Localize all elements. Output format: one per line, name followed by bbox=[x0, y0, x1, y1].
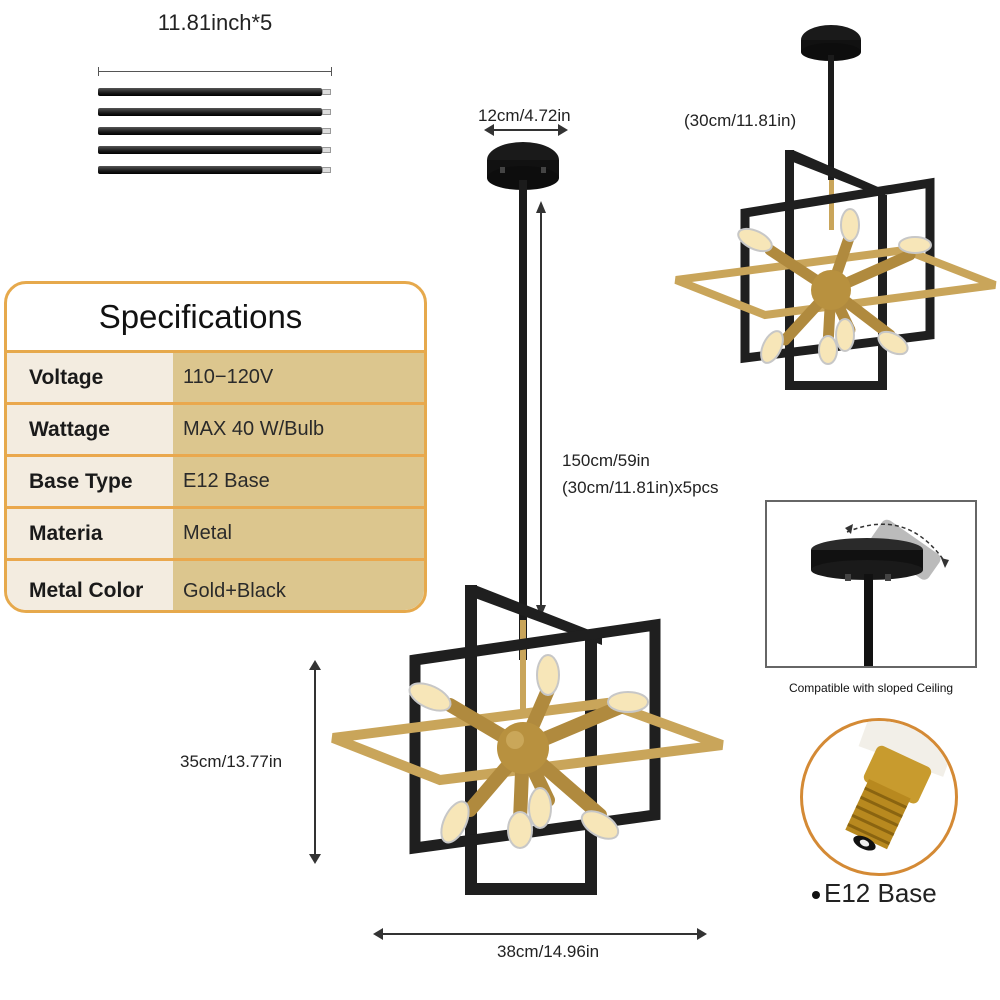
fixture-width-arrow bbox=[373, 928, 707, 940]
bullet-icon bbox=[812, 891, 820, 900]
short-rod-chandelier-illustration bbox=[674, 25, 997, 390]
sloped-ceiling-illustration bbox=[765, 500, 977, 668]
spec-value: MAX 40 W/Bulb bbox=[173, 405, 424, 454]
sloped-ceiling-caption: Compatible with sloped Ceiling bbox=[788, 681, 954, 695]
spec-value: Gold+Black bbox=[173, 561, 424, 610]
spec-key: Wattage bbox=[7, 405, 173, 454]
spec-row-wattage: Wattage MAX 40 W/Bulb bbox=[7, 405, 424, 457]
e12-base-illustration bbox=[800, 718, 958, 876]
rod bbox=[98, 108, 331, 116]
spec-key: Metal Color bbox=[7, 561, 173, 610]
rod-length-label: 150cm/59in bbox=[562, 451, 650, 470]
fixture-height-label: 35cm/13.77in bbox=[180, 752, 283, 771]
short-rod-label: (30cm/11.81in) bbox=[684, 111, 797, 130]
rod bbox=[98, 88, 331, 96]
e12-base-label: E12 Base bbox=[812, 878, 937, 909]
e12-base-text: E12 Base bbox=[824, 878, 937, 908]
spec-key: Base Type bbox=[7, 457, 173, 506]
spec-value: Metal bbox=[173, 509, 424, 558]
rods-dimension-line bbox=[98, 67, 332, 76]
spec-value: E12 Base bbox=[173, 457, 424, 506]
spec-row-material: Materia Metal bbox=[7, 509, 424, 561]
fixture-width-label: 38cm/14.96in bbox=[497, 942, 600, 961]
spec-row-base-type: Base Type E12 Base bbox=[7, 457, 424, 509]
main-chandelier-illustration bbox=[331, 142, 724, 895]
rod bbox=[98, 127, 331, 135]
canopy-width-label: 12cm/4.72in bbox=[478, 106, 571, 125]
spec-row-metal-color: Metal Color Gold+Black bbox=[7, 561, 424, 610]
spec-key: Materia bbox=[7, 509, 173, 558]
rods-dimension-label: 11.81inch*5 bbox=[157, 10, 273, 35]
fixture-height-arrow bbox=[309, 660, 321, 864]
specifications-title: Specifications bbox=[7, 284, 424, 353]
sloped-canopy-icon bbox=[811, 519, 949, 666]
canopy-width-arrow bbox=[484, 124, 568, 136]
bulb-base-icon bbox=[845, 721, 955, 851]
rod bbox=[98, 146, 331, 154]
rod bbox=[98, 166, 331, 174]
spec-row-voltage: Voltage 110−120V bbox=[7, 353, 424, 405]
specifications-table: Specifications Voltage 110−120V Wattage … bbox=[4, 281, 427, 613]
rod-pieces-label: (30cm/11.81in)x5pcs bbox=[562, 478, 719, 497]
spec-key: Voltage bbox=[7, 353, 173, 402]
spec-value: 110−120V bbox=[173, 353, 424, 402]
